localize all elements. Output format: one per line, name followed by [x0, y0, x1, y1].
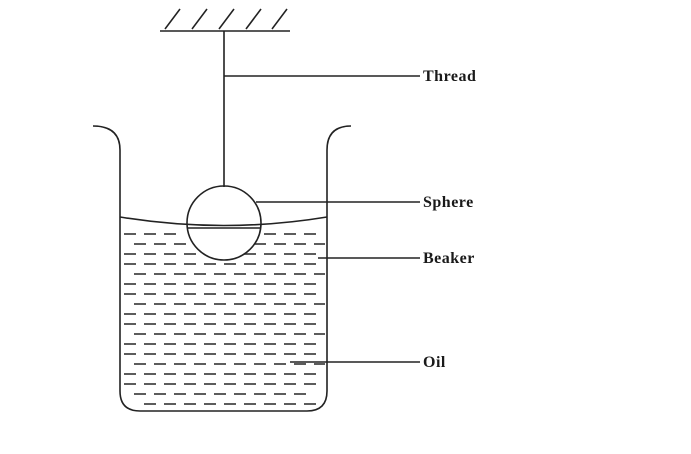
oil-surface [119, 216, 328, 227]
ceiling-support [160, 8, 290, 32]
leader-lines [224, 75, 420, 363]
sphere [186, 185, 262, 261]
oil-dashes [124, 233, 325, 405]
label-beaker: Beaker [423, 250, 475, 267]
label-oil: Oil [423, 354, 446, 371]
label-sphere: Sphere [423, 194, 474, 211]
label-thread: Thread [423, 68, 476, 85]
beaker [92, 125, 352, 412]
